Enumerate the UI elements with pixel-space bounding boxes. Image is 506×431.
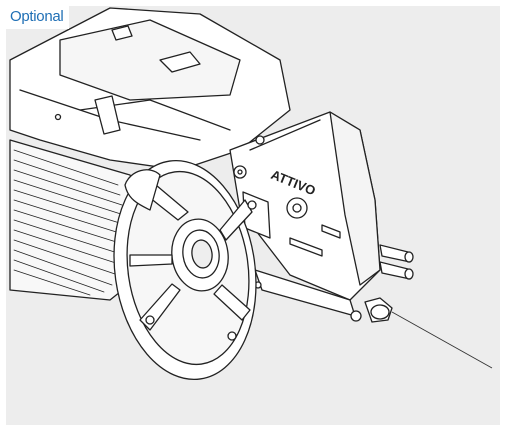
connector-knob-inner (292, 203, 302, 213)
cable-gland-top-end (404, 251, 414, 263)
flange-bolt-3 (227, 331, 237, 341)
connector-rib (249, 119, 321, 151)
optional-label: Optional (4, 6, 70, 29)
housing-slot-top (159, 51, 201, 73)
cable-gland-bottom-end (404, 268, 414, 280)
connector-slot-2 (321, 224, 341, 239)
connector-screw-center (237, 169, 243, 175)
bracket-ring (124, 169, 161, 211)
housing-slot-mid (94, 95, 121, 135)
housing-hole (54, 113, 62, 121)
connector-slot-1 (289, 237, 323, 257)
winding-coil-lines (13, 149, 127, 296)
housing-slot-small (111, 25, 133, 41)
flange-bolt-2 (145, 315, 155, 325)
connector-screw-small (255, 135, 265, 145)
base-plate-foot (350, 310, 362, 322)
flange-bolt-4 (247, 200, 257, 210)
housing-ridge (59, 19, 241, 101)
end-flange-bore (191, 239, 213, 269)
limit-switch-key-ring (370, 304, 390, 320)
adjustment-line (391, 311, 493, 369)
connector-side-face (329, 111, 381, 286)
